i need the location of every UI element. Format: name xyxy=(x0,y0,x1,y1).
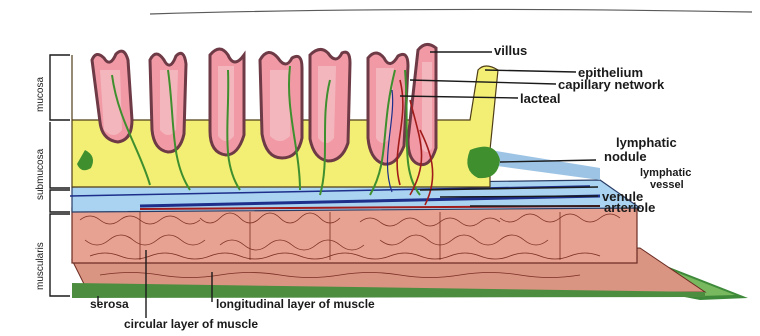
label-longitudinal-layer: longitudinal layer of muscle xyxy=(216,298,375,310)
label-lacteal: lacteal xyxy=(520,92,560,105)
circular-muscle-layer xyxy=(72,208,637,263)
label-lymphatic-vessel-2: vessel xyxy=(650,180,684,191)
layer-brackets xyxy=(50,55,70,296)
label-villus: villus xyxy=(494,44,527,57)
lymphatic-nodule xyxy=(467,147,500,179)
label-lymphatic-vessel-1: lymphatic xyxy=(640,168,691,179)
side-label-mucosa: mucosa xyxy=(36,77,46,112)
label-circular-layer: circular layer of muscle xyxy=(124,318,258,330)
label-lymphatic-nodule-1: lymphatic xyxy=(616,136,677,149)
label-serosa: serosa xyxy=(90,298,129,310)
top-edge-line xyxy=(150,9,752,14)
label-capillary-network: capillary network xyxy=(558,78,664,91)
side-label-submucosa: submucosa xyxy=(36,149,46,200)
submucosa-side xyxy=(490,150,600,180)
label-lymphatic-nodule-2: nodule xyxy=(604,150,647,163)
label-arteriole: arteriole xyxy=(604,201,655,214)
side-label-muscularis: muscularis xyxy=(36,242,46,290)
